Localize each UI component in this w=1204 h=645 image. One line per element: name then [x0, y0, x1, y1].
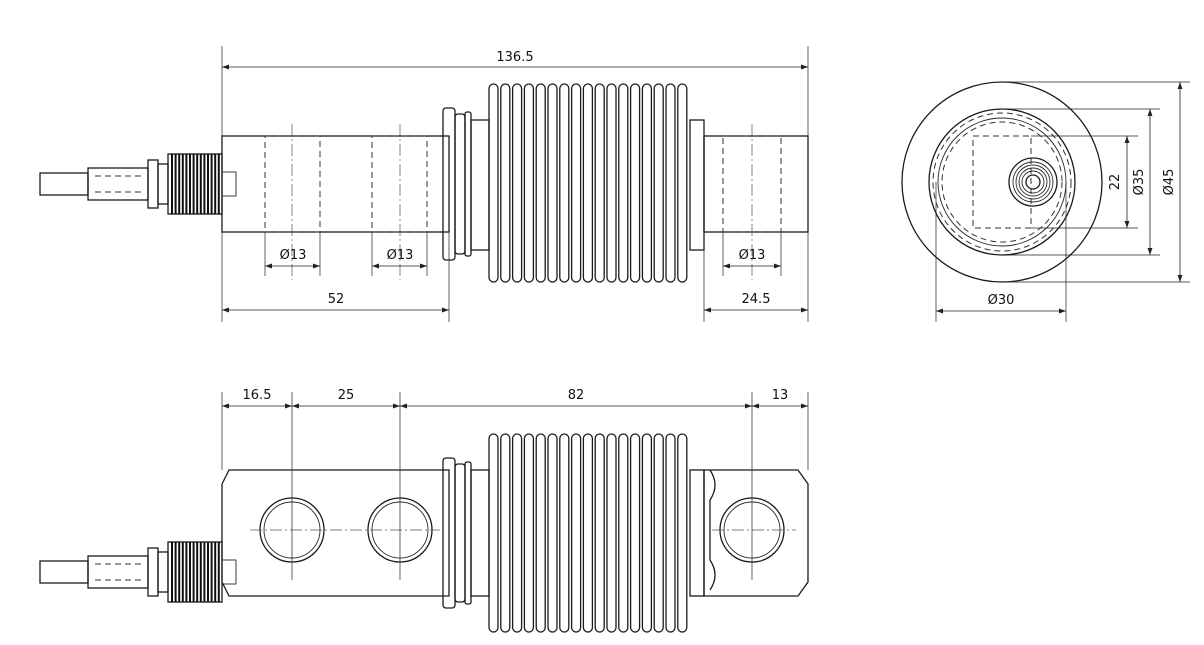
dim-hole-pitch: 25: [338, 388, 355, 403]
cable: [39, 159, 169, 209]
left-body: [221, 135, 450, 233]
dim-outer-diameter: Ø45: [1162, 169, 1177, 196]
bellows-convolution: [511, 433, 523, 633]
bellows-convolution: [641, 83, 653, 283]
bellows-convolution: [665, 83, 676, 283]
bellows-convolution: [511, 83, 523, 283]
bellows-convolution: [559, 433, 570, 633]
left-body: [221, 469, 450, 597]
bellows-convolution: [641, 433, 653, 633]
bellows: [488, 433, 688, 633]
bellows-convolution: [606, 83, 617, 283]
bellows-convolution: [594, 433, 605, 633]
bellows-convolution: [535, 83, 546, 283]
right-body: [703, 469, 809, 597]
bellows-convolution: [523, 433, 535, 633]
dim-hole-span: 82: [568, 388, 585, 403]
bellows-convolution: [677, 83, 688, 283]
cable-gland: [167, 541, 223, 603]
bellows-convolution: [570, 83, 582, 283]
bellows-convolution: [523, 83, 535, 283]
top-view: 136.5 Ø13 Ø13 Ø13 52 24.5: [39, 46, 809, 322]
bellows-convolution: [606, 433, 617, 633]
dim-right-length: 24.5: [742, 292, 771, 307]
bellows-convolution: [618, 83, 629, 283]
bellows-convolution: [582, 433, 594, 633]
bellows-convolution: [547, 83, 558, 283]
bellows-convolution: [488, 433, 499, 633]
bottom-view: 16.5 25 82 13: [39, 388, 809, 633]
bellows-convolution: [629, 83, 641, 283]
bellows-convolution: [677, 433, 688, 633]
bellows-convolution: [618, 433, 629, 633]
bellows-convolution: [500, 433, 511, 633]
dim-overall-length: 136.5: [496, 50, 533, 65]
dim-end-offset: 16.5: [243, 388, 272, 403]
bellows-convolution: [594, 83, 605, 283]
bellows: [488, 83, 688, 283]
bellows-convolution: [653, 433, 664, 633]
cable: [39, 547, 169, 597]
dim-inner-square: 22: [1108, 174, 1123, 191]
hidden-hole-2: [371, 135, 428, 233]
bellows-convolution: [559, 83, 570, 283]
inner-square: [972, 135, 1032, 229]
end-view: 22 Ø35 Ø45 Ø30: [901, 81, 1190, 322]
hidden-hole-1: [264, 135, 321, 233]
bellows-convolution: [653, 83, 664, 283]
bellows-convolution: [582, 83, 594, 283]
outer-circle: [901, 81, 1103, 283]
bellows-convolution: [665, 433, 676, 633]
bellows-convolution: [570, 433, 582, 633]
dim-hole-diameter-2: Ø13: [387, 248, 414, 263]
cable-gland: [167, 153, 223, 215]
dim-hole-diameter-3: Ø13: [739, 248, 766, 263]
dim-left-length: 52: [328, 292, 345, 307]
bellows-convolution: [629, 433, 641, 633]
cable-entry: [1008, 157, 1058, 207]
dim-body-diameter: Ø30: [988, 293, 1015, 308]
bellows-convolution: [488, 83, 499, 283]
bellows-convolution: [535, 433, 546, 633]
dim-right-hole-offset: 13: [772, 388, 789, 403]
bellows-convolution: [547, 433, 558, 633]
dim-flange-diameter: Ø35: [1132, 169, 1147, 196]
dim-hole-diameter-1: Ø13: [280, 248, 307, 263]
bellows-convolution: [500, 83, 511, 283]
right-body: [703, 135, 809, 233]
